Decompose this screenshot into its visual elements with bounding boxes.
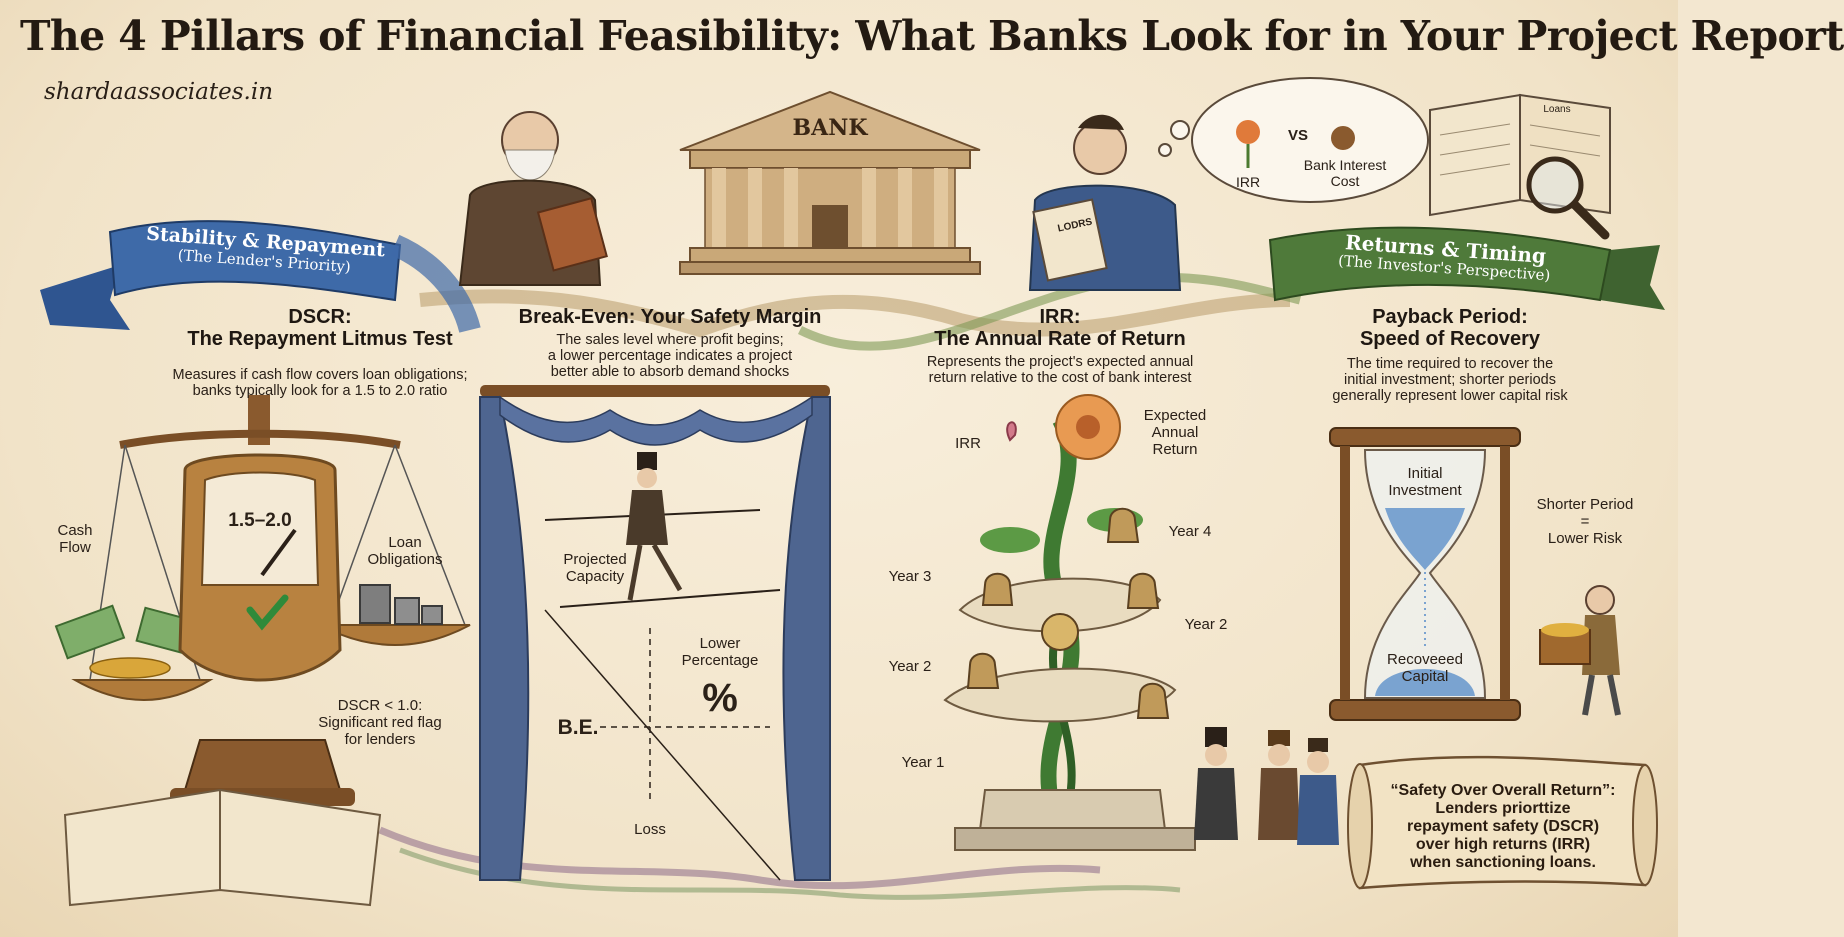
loan-obligations-label: Loan Obligations (345, 534, 465, 569)
dscr-heading: DSCR: The Repayment Litmus Test (160, 306, 480, 351)
page-title: The 4 Pillars of Financial Feasibility: … (20, 12, 1844, 60)
shorter-line2: = (1580, 512, 1590, 530)
bubble-bank-interest: Bank Interest Cost (1290, 157, 1400, 189)
irr-description: Represents the project's expected annual… (860, 354, 1260, 386)
cash-flow-line2: Flow (59, 538, 91, 556)
recovered-line2: Capital (1401, 667, 1449, 685)
dscr-heading-line1: DSCR: (288, 306, 352, 328)
scroll-line5: when sanctioning loans. (1410, 853, 1596, 871)
breakeven-heading: Break-Even: Your Safety Margin (518, 306, 822, 328)
beanstalk (943, 394, 1196, 851)
lower-line2: Percentage (681, 651, 759, 669)
tightrope-walker (626, 452, 683, 601)
shorter-line3: Lower Risk (1547, 529, 1623, 547)
payback-heading-line1: Payback Period: (1372, 306, 1528, 328)
payback-desc-line3: generally represent lower capital risk (1332, 388, 1568, 405)
right-banner-ribbon (1268, 226, 1665, 310)
loan-line1: Loan (388, 534, 422, 551)
ledger-book (1429, 93, 1611, 240)
irr-desc-line2: return relative to the cost of bank inte… (928, 370, 1192, 387)
stage-curtains (479, 385, 831, 881)
website-label: shardaassociates.in (44, 79, 274, 105)
expected-line1: Expected (1143, 407, 1207, 424)
scroll-message: “Safety Over Overall Return”: Lenders pr… (1372, 782, 1634, 872)
payback-description: The time required to recover the initial… (1270, 356, 1630, 405)
recovered-line1: Recoveeed (1387, 651, 1463, 668)
breakeven-desc-line2: a lower percentage indicates a project (547, 348, 793, 365)
shorter-period-label: Shorter Period = Lower Risk (1520, 496, 1650, 547)
expected-return-label: Expected Annual Return (1135, 407, 1215, 458)
illustration-layer (40, 77, 1665, 907)
year-label: Year 1 (901, 754, 945, 771)
initial-line1: Initial (1407, 465, 1443, 482)
lower-line1: Lower (699, 635, 741, 652)
scroll-line2: Lenders priorttize (1435, 799, 1571, 817)
irr-heading: IRR: The Annual Rate of Return (880, 306, 1240, 351)
projected-capacity-label: Projected Capacity (550, 551, 640, 586)
dscr-heading-line2: The Repayment Litmus Test (187, 328, 453, 351)
dscr-desc-line1: Measures if cash flow covers loan obliga… (172, 367, 468, 383)
capacity-line1: Projected (563, 551, 627, 568)
bank-building (679, 90, 981, 275)
dscr-warn-line2: Significant red flag (318, 713, 442, 731)
scroll-line1: “Safety Over Overall Return”: (1390, 782, 1616, 799)
payback-heading: Payback Period: Speed of Recovery (1280, 306, 1620, 351)
dscr-gauge-value: 1.5–2.0 (228, 510, 292, 531)
treasure-carrier (1539, 585, 1621, 716)
breakeven-desc-line1: The sales level where profit begins; (556, 332, 784, 348)
breakeven-point-label: B.E. (557, 716, 599, 739)
bottom-ribbon-2 (399, 847, 1181, 900)
year-label: Year 3 (888, 568, 932, 585)
year-label: Year 2 (888, 658, 932, 675)
irr-heading-line1: IRR: (1039, 306, 1081, 328)
expected-line2: Annual (1151, 423, 1199, 441)
shorter-line1: Shorter Period (1536, 496, 1634, 513)
cash-flow-line1: Cash (57, 522, 93, 539)
payback-desc-line2: initial investment; shorter periods (1344, 372, 1556, 389)
initial-investment-label: Initial Investment (1375, 465, 1475, 500)
breakeven-desc-line3: better able to absorb demand shocks (550, 364, 790, 381)
irr-desc-line1: Represents the project's expected annual (926, 354, 1194, 370)
percent-symbol: % (702, 676, 738, 720)
hourglass (1329, 427, 1521, 721)
dscr-description: Measures if cash flow covers loan obliga… (70, 367, 570, 399)
loss-label: Loss (634, 821, 666, 838)
cash-flow-label: Cash Flow (40, 522, 110, 557)
bubble-vs-label: VS (1287, 127, 1308, 144)
right-banker-figure (1028, 114, 1182, 291)
open-book (63, 788, 382, 907)
recovered-capital-label: Recoveeed Capital (1375, 651, 1475, 686)
left-banker-figure (458, 111, 608, 286)
flowing-ribbon (419, 289, 1291, 338)
dscr-warn-line1: DSCR < 1.0: (337, 697, 423, 714)
thought-bubble (1158, 77, 1429, 203)
ledger-header: Loans (1543, 104, 1571, 115)
dscr-warn-line3: for lenders (344, 730, 416, 748)
lower-percentage-label: Lower Percentage (670, 635, 770, 670)
payback-heading-line2: Speed of Recovery (1359, 328, 1541, 351)
dscr-warning: DSCR < 1.0: Significant red flag for len… (300, 697, 460, 748)
bubble-bank-interest-line1: Bank Interest (1303, 157, 1387, 173)
left-banner-ribbon (40, 220, 481, 334)
expected-line3: Return (1152, 440, 1198, 458)
breakeven-description: The sales level where profit begins; a l… (500, 332, 840, 381)
payback-desc-line1: The time required to recover the (1346, 356, 1554, 372)
year-label: Year 4 (1168, 523, 1212, 540)
bubble-bank-interest-line2: Cost (1330, 172, 1360, 189)
gentlemen-group (1194, 727, 1339, 845)
bank-sign: BANK (792, 115, 868, 141)
scroll-line3: repayment safety (DSCR) (1406, 817, 1600, 835)
loan-line2: Obligations (367, 550, 443, 568)
parchment-scroll (1347, 755, 1658, 890)
irr-flower-label: IRR (955, 435, 981, 452)
capacity-line2: Capacity (565, 567, 625, 585)
scroll-line4: over high returns (IRR) (1415, 835, 1591, 853)
bubble-irr-label: IRR (1235, 174, 1261, 190)
year-label: Year 2 (1184, 616, 1228, 633)
dscr-desc-line2: banks typically look for a 1.5 to 2.0 ra… (192, 383, 448, 400)
irr-heading-line2: The Annual Rate of Return (934, 328, 1186, 351)
initial-line2: Investment (1388, 481, 1462, 499)
